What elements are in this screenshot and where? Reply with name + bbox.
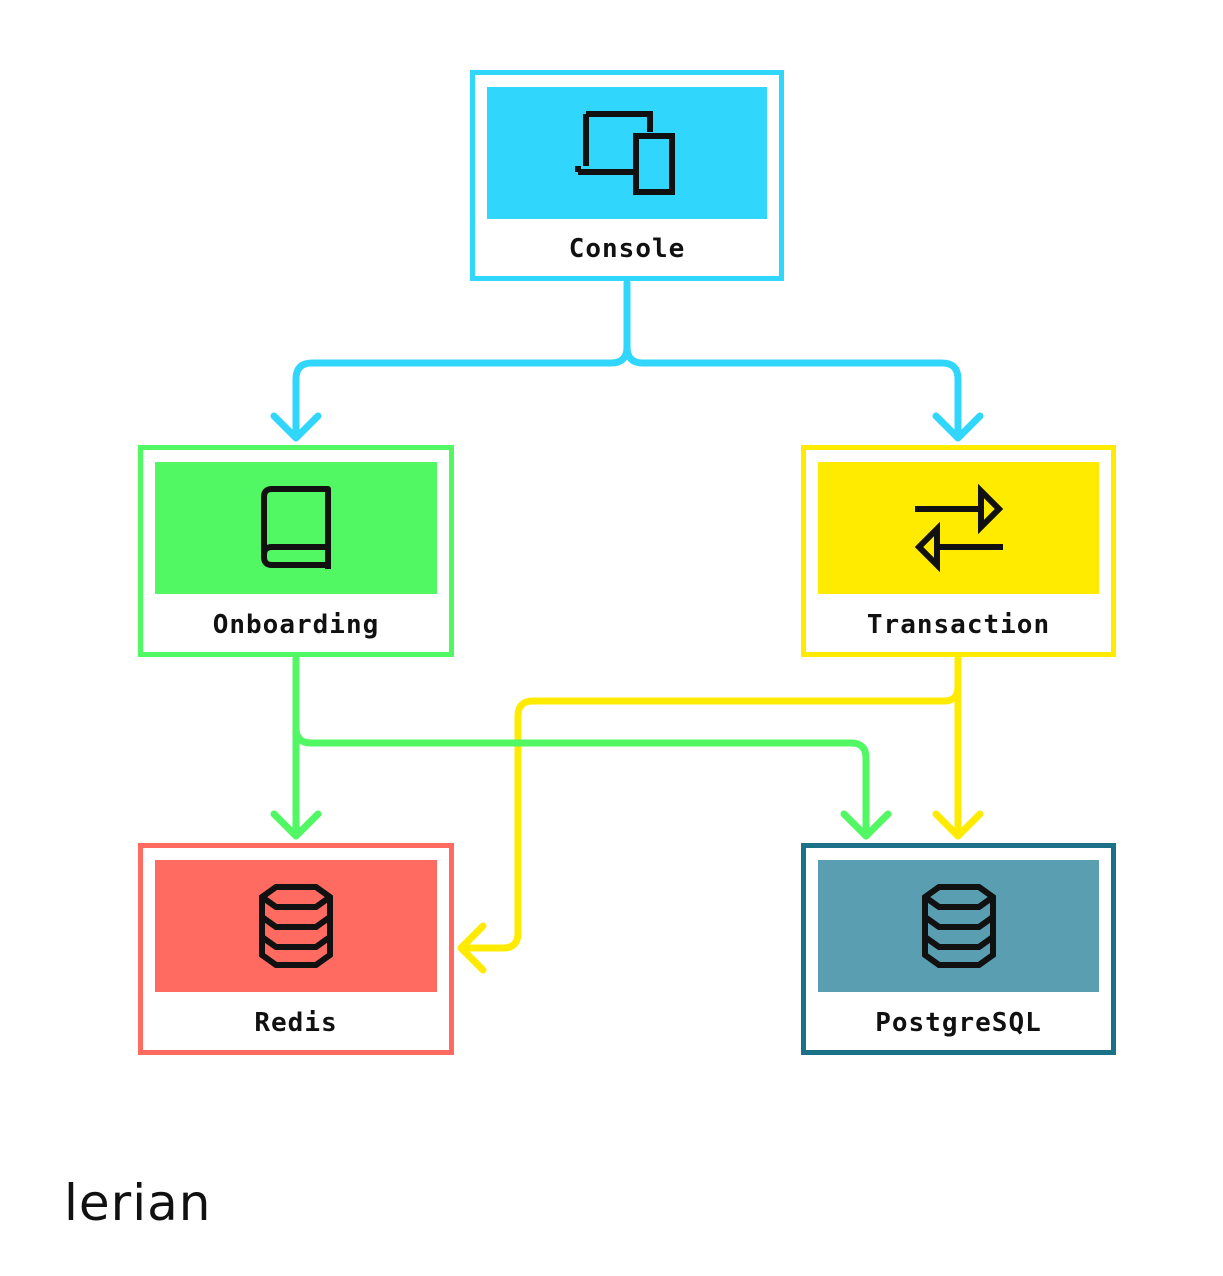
node-console: Console	[470, 70, 784, 281]
node-transaction-header	[818, 462, 1099, 594]
node-postgresql: PostgreSQL	[801, 843, 1116, 1055]
node-redis-label: Redis	[254, 1008, 338, 1038]
node-transaction: Transaction	[801, 445, 1116, 657]
node-postgresql-header	[818, 860, 1099, 992]
node-transaction-label: Transaction	[866, 610, 1051, 640]
node-onboarding: Onboarding	[138, 445, 454, 657]
edge-console-onboarding	[292, 279, 631, 441]
edge-onboarding-postgres	[292, 655, 870, 840]
arrow-postgres-head-green	[840, 810, 892, 840]
database-icon	[919, 881, 999, 971]
edge-console-transaction	[623, 279, 962, 441]
node-redis-header	[155, 860, 437, 992]
arrow-postgres-head-yellow	[932, 810, 984, 840]
node-onboarding-label: Onboarding	[212, 610, 380, 640]
node-console-header	[487, 87, 767, 219]
book-icon	[256, 483, 336, 573]
arrow-onboarding-head	[270, 412, 322, 442]
arrow-redis-head-yellow	[457, 922, 487, 974]
devices-icon	[572, 108, 682, 198]
database-icon	[256, 881, 336, 971]
node-redis: Redis	[138, 843, 454, 1055]
arrow-redis-head-green	[270, 810, 322, 840]
arrow-transaction-head	[932, 412, 984, 442]
node-postgresql-label: PostgreSQL	[875, 1008, 1042, 1038]
node-console-label: Console	[568, 234, 686, 264]
node-onboarding-header	[155, 462, 437, 594]
swap-arrows-icon	[909, 483, 1009, 573]
lerian-logo: lerian	[64, 1174, 212, 1232]
